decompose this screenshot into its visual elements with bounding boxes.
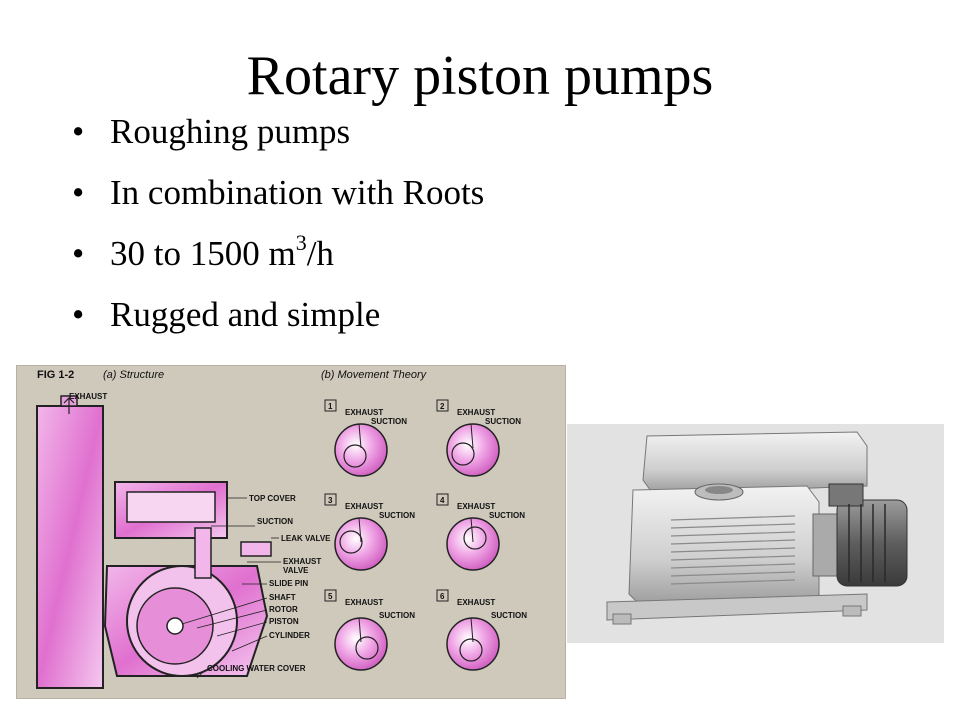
step-suction: SUCTION: [489, 511, 525, 520]
step-rotor: [446, 617, 500, 671]
movement-heading: (b) Movement Theory: [321, 369, 428, 381]
movement-step: 4 EXHAUST SUCTION: [436, 493, 525, 571]
movement-step: 1 EXHAUST SUCTION: [324, 399, 407, 477]
label-leak-valve: LEAK VALVE: [281, 534, 331, 543]
label-exhaust: EXHAUST: [69, 392, 107, 401]
step-suction: SUCTION: [379, 611, 415, 620]
structure-heading: (a) Structure: [103, 369, 164, 381]
step-rotor: [334, 517, 388, 571]
movement-step: 6 EXHAUST SUCTION: [436, 589, 527, 671]
step-exhaust: EXHAUST: [345, 502, 383, 511]
label-suction: SUCTION: [257, 517, 293, 526]
label-cylinder: CYLINDER: [269, 631, 310, 640]
bullet-text: In combination with Roots: [110, 173, 485, 212]
suction-pipe: [194, 527, 212, 579]
flange-hole: [705, 486, 733, 494]
base-foot: [842, 605, 862, 617]
leak-valve-body: [240, 541, 272, 557]
label-shaft: SHAFT: [269, 593, 296, 602]
bullet-item: Rugged and simple: [72, 295, 484, 356]
motor-fins: [848, 504, 886, 582]
bullet-list: Roughing pumps In combination with Roots…: [72, 112, 484, 356]
slide-title: Rotary piston pumps: [246, 45, 714, 107]
step-exhaust: EXHAUST: [457, 502, 495, 511]
exhaust-tank: [36, 405, 104, 689]
step-rotor: [334, 423, 388, 477]
bullet-text: 30 to 1500 m: [110, 234, 296, 273]
cooling-fins: [670, 515, 796, 585]
bullet-text: Rugged and simple: [110, 295, 381, 334]
bullet-item: Roughing pumps: [72, 112, 484, 173]
step-number: 6: [440, 592, 445, 601]
step-number: 2: [440, 402, 445, 411]
bullet-item: 30 to 1500 m3/h: [72, 232, 484, 295]
pump-top-housing: [642, 431, 868, 495]
leader-lines: [181, 497, 281, 679]
exhaust-arrow-icon: [63, 397, 75, 414]
movement-step: 3 EXHAUST SUCTION: [324, 493, 415, 571]
step-exhaust: EXHAUST: [345, 598, 383, 607]
pump-base: [606, 593, 868, 621]
step-number: 1: [328, 402, 333, 411]
bullet-item: In combination with Roots: [72, 173, 484, 234]
movement-step: 5 EXHAUST SUCTION: [324, 589, 415, 671]
step-suction: SUCTION: [485, 417, 521, 426]
motor: [836, 499, 908, 587]
step-exhaust: EXHAUST: [457, 408, 495, 417]
top-cover-window: [126, 491, 216, 523]
step-suction: SUCTION: [491, 611, 527, 620]
movement-step: 2 EXHAUST SUCTION: [436, 399, 521, 477]
base-foot: [612, 613, 632, 625]
pump-photo-svg: [606, 431, 908, 625]
step-rotor: [334, 617, 388, 671]
step-number: 4: [440, 496, 445, 505]
pump-structure-diagram: FIG 1-2 (a) Structure (b) Movement Theor…: [16, 365, 566, 699]
step-exhaust: EXHAUST: [345, 408, 383, 417]
superscript: 3: [295, 230, 307, 255]
label-cooling-water-cover: COOLING WATER COVER: [207, 664, 306, 673]
label-slide-pin: SLIDE PIN: [269, 579, 308, 588]
label-piston: PISTON: [269, 617, 299, 626]
pump-photo: [567, 424, 944, 643]
bullet-text: /h: [306, 234, 334, 273]
label-exhaust-valve-2: VALVE: [283, 566, 309, 575]
step-number: 5: [328, 592, 333, 601]
shaft-circle: [166, 617, 184, 635]
motor-terminal-box: [828, 483, 864, 507]
pump-main-body: [628, 485, 820, 609]
step-number: 3: [328, 496, 333, 505]
label-rotor: ROTOR: [269, 605, 298, 614]
diagram-svg: FIG 1-2 (a) Structure (b) Movement Theor…: [36, 369, 527, 689]
step-exhaust: EXHAUST: [457, 598, 495, 607]
step-suction: SUCTION: [371, 417, 407, 426]
label-exhaust-valve-1: EXHAUST: [283, 557, 321, 566]
step-suction: SUCTION: [379, 511, 415, 520]
label-top-cover: TOP COVER: [249, 494, 296, 503]
step-rotor: [446, 517, 500, 571]
fig-label: FIG 1-2: [37, 369, 74, 381]
bullet-text: Roughing pumps: [110, 112, 351, 151]
